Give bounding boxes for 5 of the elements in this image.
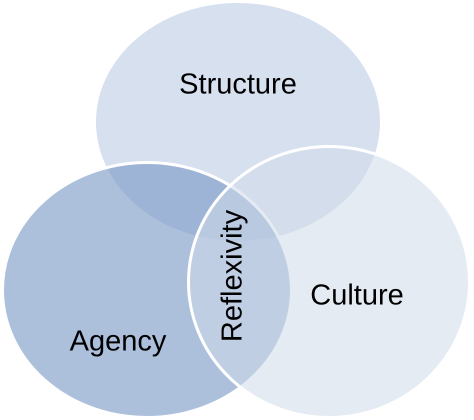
venn-circle — [187, 145, 471, 419]
overlap-label: Reflexivity — [216, 210, 250, 342]
circle-label: Agency — [70, 326, 166, 358]
circle-label: Culture — [310, 280, 404, 312]
circle-label: Structure — [179, 68, 297, 102]
